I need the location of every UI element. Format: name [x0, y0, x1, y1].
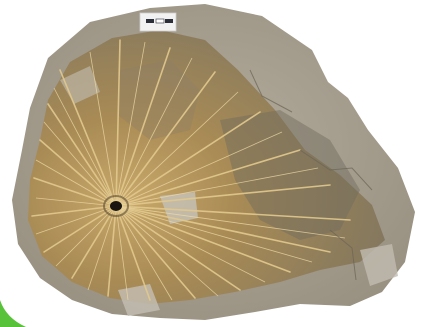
pale-patch — [360, 244, 398, 286]
dark-patch — [220, 110, 360, 240]
radiating-rays — [31, 39, 351, 301]
leaf-center-halo — [103, 195, 129, 217]
slab-cracks — [249, 69, 373, 281]
fine-rays — [35, 41, 346, 301]
leaf-center — [110, 201, 122, 211]
pale-patch — [118, 284, 160, 316]
green-accent — [0, 300, 26, 327]
fossil-leaf — [28, 30, 385, 304]
scale-bar — [139, 12, 177, 32]
